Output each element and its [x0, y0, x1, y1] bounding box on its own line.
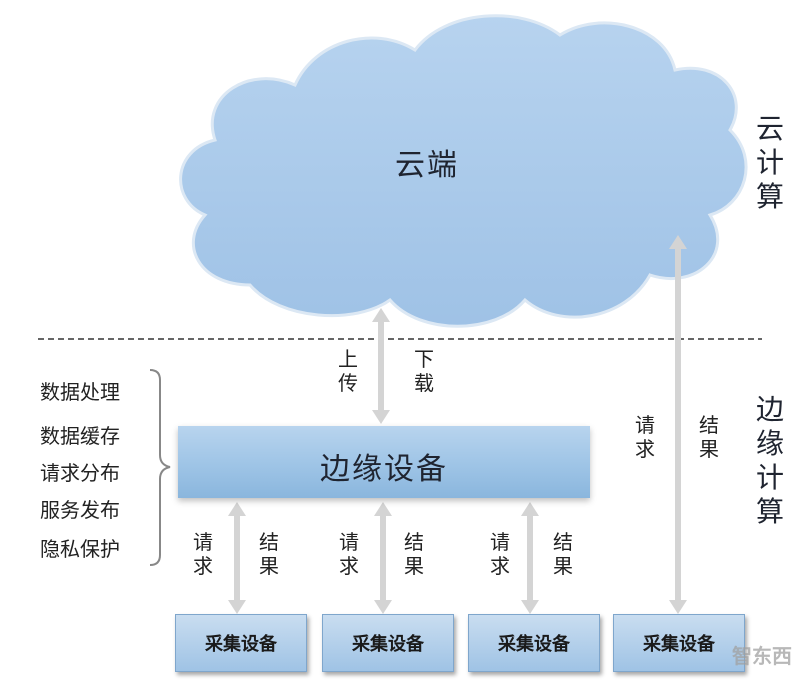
function-item: 隐私保护	[40, 537, 120, 561]
collection-device-1: 采集设备	[175, 614, 307, 672]
collection-device-3: 采集设备	[468, 614, 600, 672]
upload-label: 上 传	[338, 347, 358, 395]
function-item: 数据处理	[40, 380, 120, 404]
functions-brace	[149, 369, 171, 566]
direct-request-label: 请 求	[635, 413, 655, 461]
device1-request-label: 请 求	[193, 530, 213, 578]
device-arrow-3	[521, 502, 539, 614]
device-arrow-1	[228, 502, 246, 614]
download-label: 下 载	[414, 347, 434, 395]
function-item: 服务发布	[40, 498, 120, 522]
cloud-shape	[179, 14, 748, 328]
watermark: 智东西	[732, 644, 792, 668]
cloud-edge-arrow	[372, 308, 390, 424]
edge-device-label: 边缘设备	[320, 452, 448, 487]
device3-result-label: 结 果	[553, 530, 573, 578]
direct-result-label: 结 果	[699, 413, 719, 461]
collection-device-2: 采集设备	[322, 614, 454, 672]
device2-request-label: 请 求	[339, 530, 359, 578]
collection-device-4: 采集设备	[613, 614, 745, 672]
device3-request-label: 请 求	[490, 530, 510, 578]
function-item: 请求分布	[40, 461, 120, 485]
direct-link-arrow	[669, 235, 687, 614]
device1-result-label: 结 果	[259, 530, 279, 578]
function-item: 数据缓存	[40, 424, 120, 448]
device-arrow-2	[374, 502, 392, 614]
cloud-label: 云端	[395, 148, 459, 183]
device2-result-label: 结 果	[404, 530, 424, 578]
edge-device-bar	[178, 426, 590, 498]
cloud-computing-label: 云 计 算	[755, 112, 784, 213]
edge-computing-label: 边 缘 计 算	[755, 393, 784, 528]
